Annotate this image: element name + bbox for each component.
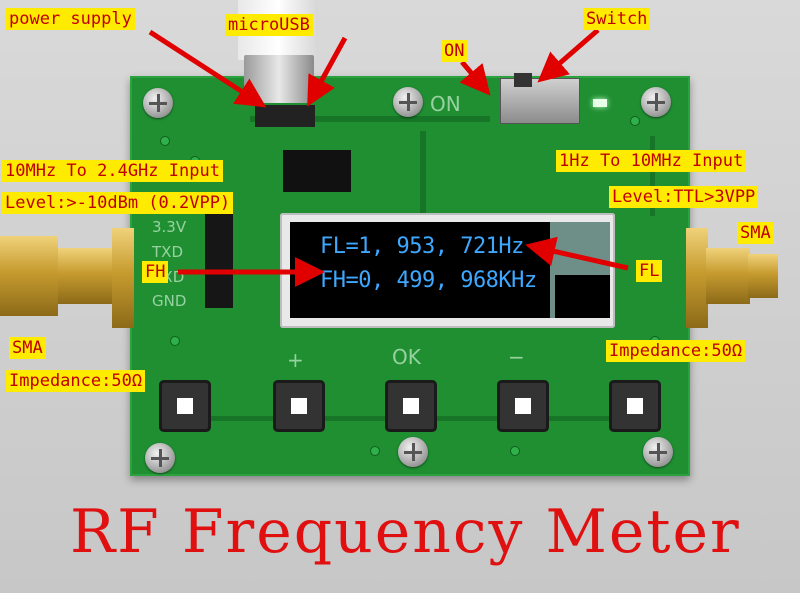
label-on: ON — [441, 40, 468, 62]
label-fl: FL — [636, 260, 663, 282]
sma-connector-right — [706, 248, 750, 304]
pin-header — [283, 150, 351, 192]
pcb-trace — [650, 136, 655, 216]
sma-connector-left-flange — [112, 228, 134, 328]
label-switch: Switch — [583, 8, 651, 30]
display-line-fh: FH=0, 499, 968KHz — [320, 268, 537, 293]
button-right[interactable] — [612, 383, 658, 429]
label-sma-right: SMA — [737, 222, 774, 244]
silk-pin-gnd: GND — [152, 292, 187, 310]
label-input-low: 1Hz To 10MHz Input — [556, 150, 747, 172]
button-plus[interactable] — [276, 383, 322, 429]
silk-pin-txd: TXD — [152, 243, 183, 261]
switch-knob[interactable] — [514, 73, 532, 87]
silk-minus: − — [508, 345, 525, 369]
silk-plus: + — [287, 348, 304, 372]
label-level-high: Level:>-10dBm (0.2VPP) — [2, 192, 234, 214]
display-line-fl: FL=1, 953, 721Hz — [320, 234, 524, 259]
pcb-via — [160, 136, 170, 146]
pcb-trace — [420, 131, 426, 221]
arrow-on — [459, 60, 491, 96]
pcb-trace — [250, 116, 490, 122]
pcb-via — [510, 446, 520, 456]
usb-port — [255, 105, 315, 127]
label-impedance-left: Impedance:50Ω — [6, 370, 146, 392]
label-sma-left: SMA — [9, 337, 46, 359]
page-title: RF Frequency Meter — [70, 497, 741, 567]
label-fh: FH — [142, 261, 169, 283]
silk-on: ON — [430, 92, 461, 116]
screw — [143, 88, 173, 118]
sma-connector-right-flange — [686, 228, 708, 328]
power-switch[interactable] — [500, 78, 580, 124]
oled-flex-dark — [555, 275, 610, 318]
arrow-switch — [537, 28, 600, 83]
sma-connector-left — [58, 248, 116, 304]
label-power-supply: power supply — [6, 8, 135, 30]
silk-ok: OK — [392, 345, 421, 369]
pcb-via — [170, 336, 180, 346]
screw — [393, 87, 423, 117]
arrow-power-supply — [148, 29, 267, 108]
screw — [398, 437, 428, 467]
button-left[interactable] — [162, 383, 208, 429]
arrow-fl — [525, 236, 629, 271]
pcb-via — [630, 116, 640, 126]
screw — [643, 437, 673, 467]
power-led — [593, 99, 607, 107]
screw — [641, 87, 671, 117]
button-minus[interactable] — [500, 383, 546, 429]
oled-display: FL=1, 953, 721Hz FH=0, 499, 968KHz — [290, 222, 550, 318]
sma-connector-right-tip — [748, 254, 778, 298]
arrow-micro-usb — [307, 36, 348, 107]
label-impedance-right: Impedance:50Ω — [606, 340, 746, 362]
screw — [145, 443, 175, 473]
sma-connector-left-nut — [0, 236, 58, 316]
silk-pin-33v: 3.3V — [152, 218, 187, 236]
pcb-via — [370, 446, 380, 456]
button-ok[interactable] — [388, 383, 434, 429]
label-level-low: Level:TTL>3VPP — [609, 186, 759, 208]
label-input-high: 10MHz To 2.4GHz Input — [2, 160, 223, 182]
label-micro-usb: microUSB — [225, 14, 313, 36]
uart-header — [205, 208, 233, 308]
